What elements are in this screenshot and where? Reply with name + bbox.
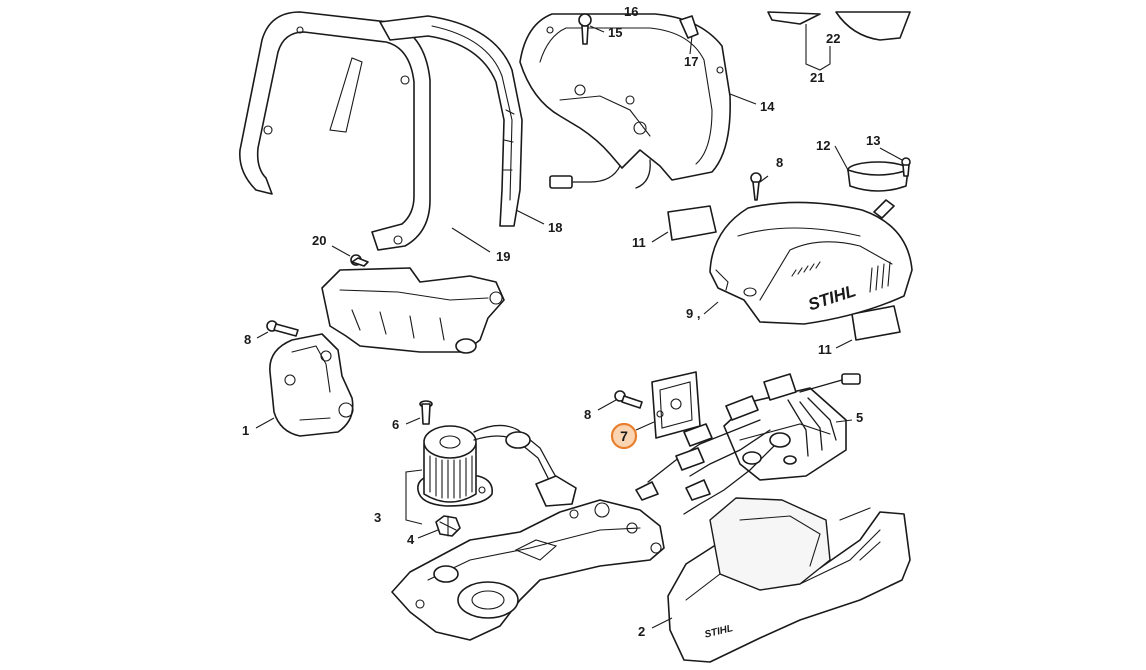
part-1-handle-housing[interactable] (269, 267, 505, 437)
part-3-electric-motor[interactable] (417, 424, 577, 507)
part-5-electronics-module[interactable] (635, 373, 861, 515)
callout-15[interactable]: 15 (608, 25, 622, 40)
callout-9[interactable]: 9 , (686, 306, 700, 321)
callout-18[interactable]: 18 (548, 220, 562, 235)
part-21-22-trigger[interactable] (767, 11, 911, 41)
callout-3[interactable]: 3 (374, 510, 381, 525)
part-20-screw[interactable] (350, 254, 369, 267)
callout-7[interactable]: 7 (620, 428, 628, 444)
part-2-gearbox-housing[interactable] (391, 499, 665, 641)
highlight-circle[interactable] (610, 422, 638, 450)
part-18-handle-cover[interactable] (379, 15, 523, 227)
callout-19[interactable]: 19 (496, 249, 510, 264)
part-14-handle-frame[interactable] (519, 13, 731, 189)
part-13-screw[interactable] (873, 157, 911, 219)
callout-4[interactable]: 4 (407, 532, 415, 547)
part-11-foam-pad-top[interactable] (667, 205, 717, 241)
part-12-ring[interactable] (847, 161, 909, 192)
part-15-screw[interactable] (578, 13, 592, 45)
callout-2[interactable]: 2 (638, 624, 645, 639)
part-11-foam-pad-bottom[interactable] (851, 305, 901, 341)
leader-lines (255, 24, 903, 629)
callout-20[interactable]: 20 (312, 233, 326, 248)
part-8-screw-middle[interactable] (614, 390, 643, 409)
callout-11-top[interactable]: 11 (632, 235, 646, 250)
callout-1[interactable]: 1 (242, 423, 249, 438)
callout-17[interactable]: 17 (684, 54, 698, 69)
part-2-lower-shell[interactable]: STIHL (667, 497, 911, 663)
callout-8-top[interactable]: 8 (776, 155, 783, 170)
part-17-plug[interactable] (679, 15, 699, 39)
part-19-loop-handle[interactable] (239, 11, 431, 251)
callout-11-bottom[interactable]: 11 (818, 342, 832, 357)
callout-6[interactable]: 6 (392, 417, 399, 432)
callout-8-left[interactable]: 8 (244, 332, 251, 347)
callout-12[interactable]: 12 (816, 138, 830, 153)
callout-16[interactable]: 16 (624, 4, 638, 19)
part-6-screw[interactable] (419, 400, 433, 425)
callout-21[interactable]: 21 (810, 70, 824, 85)
callout-7-highlighted[interactable]: 7 (610, 421, 655, 450)
part-9-motor-cover[interactable]: STIHL (709, 201, 913, 325)
part-4-coupling[interactable] (435, 515, 461, 537)
callout-labels: 1 2 3 4 5 6 8 8 8 9 , 11 11 12 13 14 15 … (242, 4, 880, 639)
part-8-screw-top[interactable] (750, 172, 762, 201)
callout-22[interactable]: 22 (826, 31, 840, 46)
callout-14[interactable]: 14 (760, 99, 775, 114)
callout-8-middle[interactable]: 8 (584, 407, 591, 422)
part-8-screw-left[interactable] (266, 320, 299, 337)
callout-5[interactable]: 5 (856, 410, 863, 425)
callout-13[interactable]: 13 (866, 133, 880, 148)
